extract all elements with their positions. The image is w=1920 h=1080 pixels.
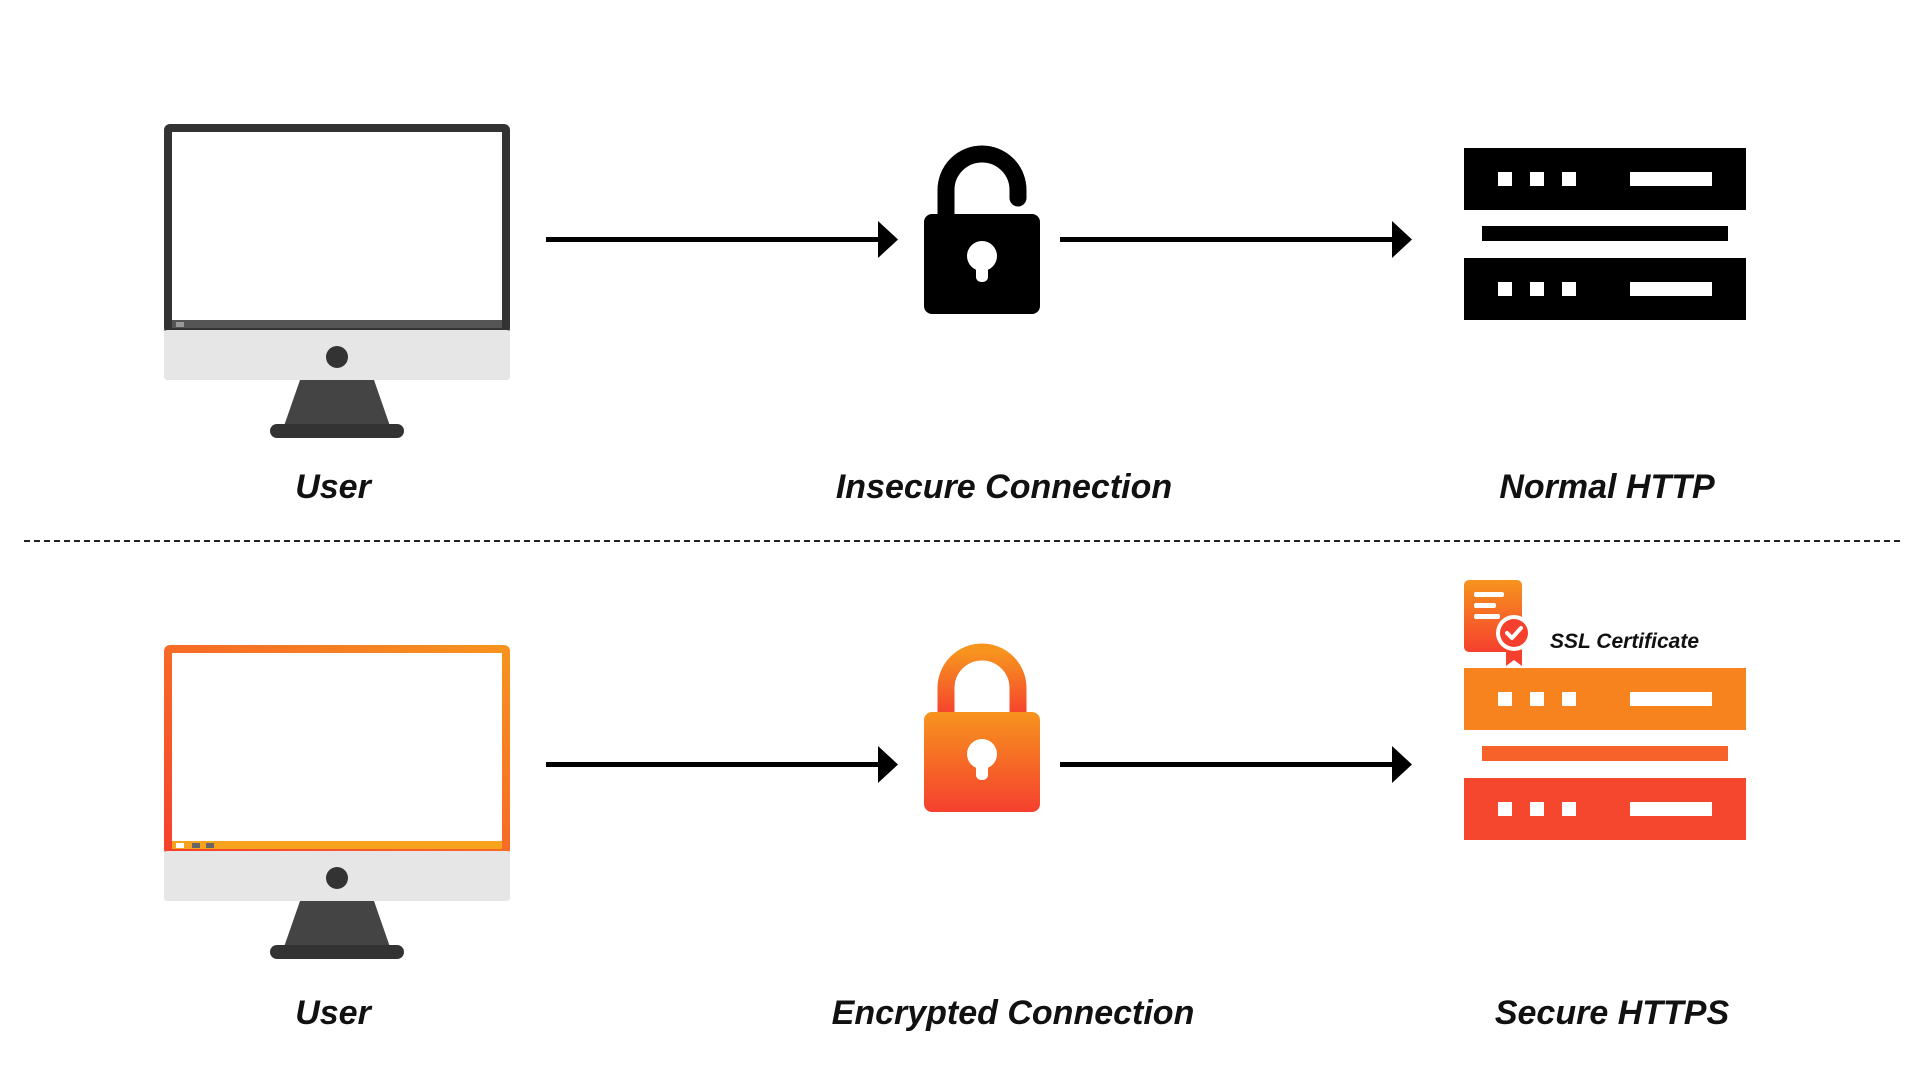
arrow-lock-to-server: [1060, 220, 1414, 260]
certificate-label: SSL Certificate: [1550, 630, 1699, 653]
user-label: User: [295, 994, 371, 1032]
connection-label: Encrypted Connection: [831, 994, 1195, 1032]
server-rack-icon: [1464, 148, 1748, 322]
user-computer-icon: [162, 122, 512, 440]
user-computer-icon: [162, 643, 512, 961]
secure-flow-row: SSL Certificate User Encrypted Connectio…: [0, 520, 1920, 1040]
certificate-badge-icon: [1464, 580, 1536, 670]
arrow-user-to-lock: [546, 745, 900, 785]
connection-label: Insecure Connection: [835, 468, 1173, 506]
insecure-flow-row: User Insecure Connection Normal HTTP: [0, 0, 1920, 520]
arrow-lock-to-server: [1060, 745, 1414, 785]
section-divider: [24, 540, 1900, 542]
locked-padlock-icon: [924, 638, 1044, 818]
user-label: User: [295, 468, 371, 506]
unlocked-padlock-icon: [924, 145, 1044, 318]
server-label: Normal HTTP: [1499, 468, 1715, 506]
server-label: Secure HTTPS: [1494, 994, 1730, 1032]
server-rack-icon: [1464, 668, 1748, 842]
arrow-user-to-lock: [546, 220, 900, 260]
